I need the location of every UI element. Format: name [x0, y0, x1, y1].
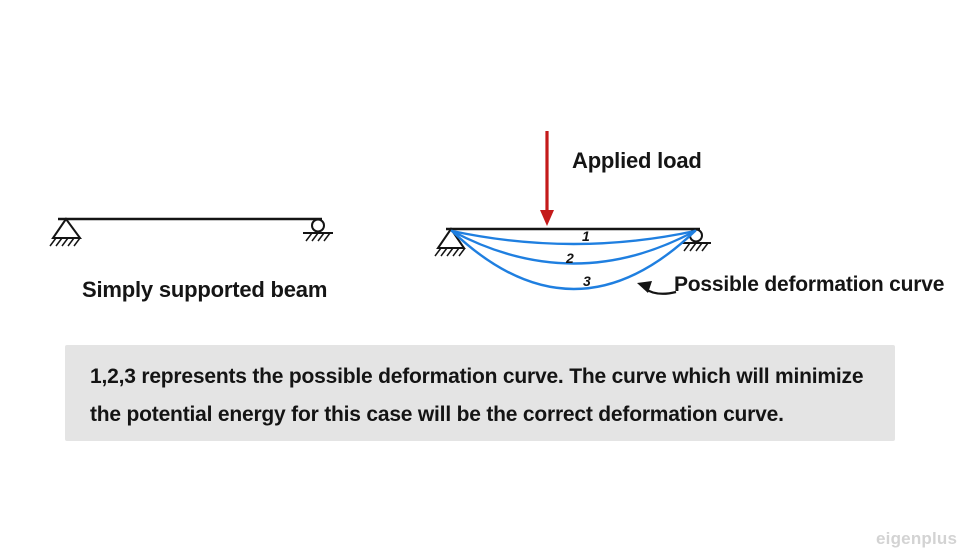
note-box: 1,2,3 represents the possible deformatio… [65, 345, 895, 441]
left-beam [49, 217, 333, 247]
note-line-1: 1,2,3 represents the possible deformatio… [90, 365, 864, 388]
pointer-arrow-icon [637, 281, 677, 295]
watermark-logo: eigenplus [876, 529, 958, 548]
deformation-curve-2 [450, 229, 697, 265]
applied-load-arrow-icon [540, 131, 554, 226]
pin-support-icon [49, 217, 82, 247]
pin-support-icon [434, 227, 466, 257]
curve-number-2: 2 [566, 250, 574, 266]
curve-number-3: 3 [583, 273, 591, 289]
curve-number-1: 1 [582, 228, 590, 244]
possible-deformation-curve-label: Possible deformation curve [674, 273, 945, 296]
note-line-2: the potential energy for this case will … [90, 403, 784, 426]
applied-load-label: Applied load [572, 148, 702, 173]
deformation-curve-3 [450, 229, 697, 291]
simply-supported-beam-label: Simply supported beam [82, 277, 328, 302]
loaded-beam [434, 131, 711, 295]
roller-support-icon [303, 218, 333, 242]
deformation-curve-1 [450, 229, 697, 246]
